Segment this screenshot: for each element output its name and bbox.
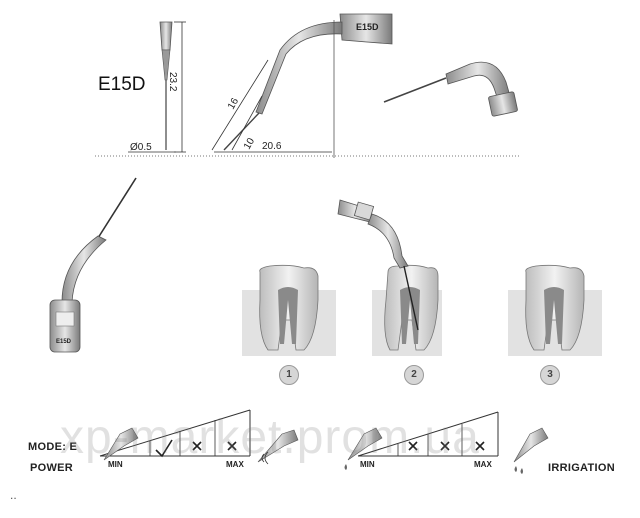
tip-front-view — [159, 21, 173, 150]
side-dimensions — [211, 20, 335, 158]
cross-mark — [440, 441, 450, 451]
irrigation-max-label: MAX — [474, 460, 492, 469]
scaler-handpiece-icon — [103, 427, 139, 461]
mode-label: MODE: E — [28, 441, 78, 453]
diameter-label: Ø0.5 — [130, 142, 152, 153]
irrigation-min-label: MIN — [360, 460, 375, 469]
step-3-badge: 3 — [540, 365, 560, 385]
water-drop-icon — [344, 464, 347, 470]
watermark: xp-market.prom.ua — [60, 411, 480, 464]
cross-mark — [192, 441, 202, 451]
power-min-label: MIN — [108, 460, 123, 469]
power-max-label: MAX — [226, 460, 244, 469]
tip-engraving: E15D — [356, 22, 379, 32]
power-label: POWER — [30, 462, 74, 474]
irrigation-label: IRRIGATION — [548, 462, 615, 474]
handpiece-in-tooth — [337, 199, 419, 331]
step-2-badge: 2 — [404, 365, 424, 385]
cross-mark — [227, 441, 237, 451]
power-scale — [99, 409, 299, 465]
tooth-1 — [242, 264, 336, 356]
tooth-2 — [372, 264, 442, 356]
height-label: 23.2 — [167, 72, 178, 92]
vibration-icon — [261, 451, 269, 465]
cross-mark — [408, 441, 418, 451]
width-label: 20.6 — [262, 141, 282, 152]
check-mark — [155, 439, 173, 458]
scaler-handpiece-icon — [347, 427, 383, 461]
cross-mark — [475, 441, 485, 451]
water-drop-icon — [514, 466, 523, 474]
tooth-3 — [508, 264, 602, 356]
tip-side-view — [223, 13, 393, 151]
step-1-badge: 1 — [279, 365, 299, 385]
scaler-handpiece-icon — [513, 427, 549, 463]
large-tip-view — [49, 177, 137, 353]
footnote: .. — [10, 488, 17, 502]
tip-3d-view — [383, 61, 518, 117]
scaler-handpiece-icon — [257, 429, 299, 463]
model-name: E15D — [98, 74, 146, 95]
irrigation-scale — [344, 411, 549, 474]
tip-label: E15D — [56, 339, 72, 345]
